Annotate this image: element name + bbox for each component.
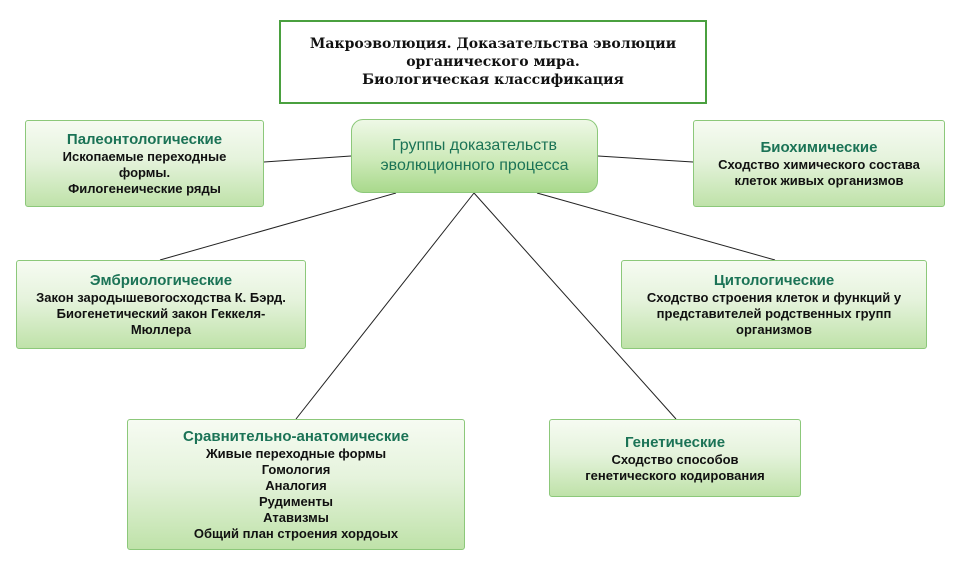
node-text-line: Общий план строения хордоых [193,526,399,541]
node-biochemical: Биохимические Сходство химического соста… [693,120,945,207]
node-text-line: Сходство способов [611,451,739,467]
node-heading: Генетические [624,433,726,451]
center-node-evidence-groups: Группы доказательств эволюционного проце… [351,119,598,193]
node-genetic: Генетические Сходство способов генетичес… [549,419,801,497]
node-text-line: клеток живых организмов [734,173,904,188]
connector-biochem [597,155,694,163]
node-cytological: Цитологические Сходство строения клеток … [621,260,927,349]
node-heading: Палеонтологические [66,131,223,148]
node-text-line: Рудименты [259,494,333,509]
node-heading: Цитологические [713,272,835,289]
node-text-line: формы. [118,165,171,180]
node-text-line: Аналогия [265,478,327,493]
node-text-line: Сходство химического состава [718,157,920,172]
node-heading: Сравнительно-анатомические [183,428,409,445]
title-line: органического мира. [406,54,580,70]
connector-cyto [536,192,776,261]
title-line: Биологическая классификация [362,72,624,88]
node-text-line: организмов [736,322,812,337]
center-node-line: Группы доказательств [392,137,557,154]
connector-paleo [263,155,352,163]
connector-anat [295,192,475,420]
node-heading: Эмбриологические [89,272,233,289]
connector-genet [473,192,677,420]
node-paleontological: Палеонтологические Ископаемые переходные… [25,120,264,207]
node-text-line: Закон зародышевогосходства К. Бэрд. [36,290,286,305]
node-text-line: Биогенетический закон Геккеля- [56,306,266,321]
node-text-line: Атавизмы [263,510,329,525]
node-text-line: Филогенеические ряды [68,181,221,196]
connector-embryo [159,192,397,261]
node-text-line: Живые переходные формы [205,446,387,461]
title-line: Макроэволюция. Доказательства эволюции [309,36,677,52]
node-text-line: Ископаемые переходные [62,149,227,164]
diagram-title: Макроэволюция. Доказательства эволюции о… [279,20,707,104]
node-text-line: Сходство строения клеток и функций у [646,290,902,305]
node-text-line: представителей родственных групп [656,306,892,321]
node-text-line: Мюллера [130,322,192,337]
node-text-line: генетического кодирования [585,467,765,483]
node-text-line: Гомология [261,462,331,477]
node-heading: Биохимические [760,139,878,156]
node-comparative-anatomical: Сравнительно-анатомические Живые переход… [127,419,465,550]
center-node-line: эволюционного процесса [380,157,569,174]
node-embryological: Эмбриологические Закон зародышевогосходс… [16,260,306,349]
